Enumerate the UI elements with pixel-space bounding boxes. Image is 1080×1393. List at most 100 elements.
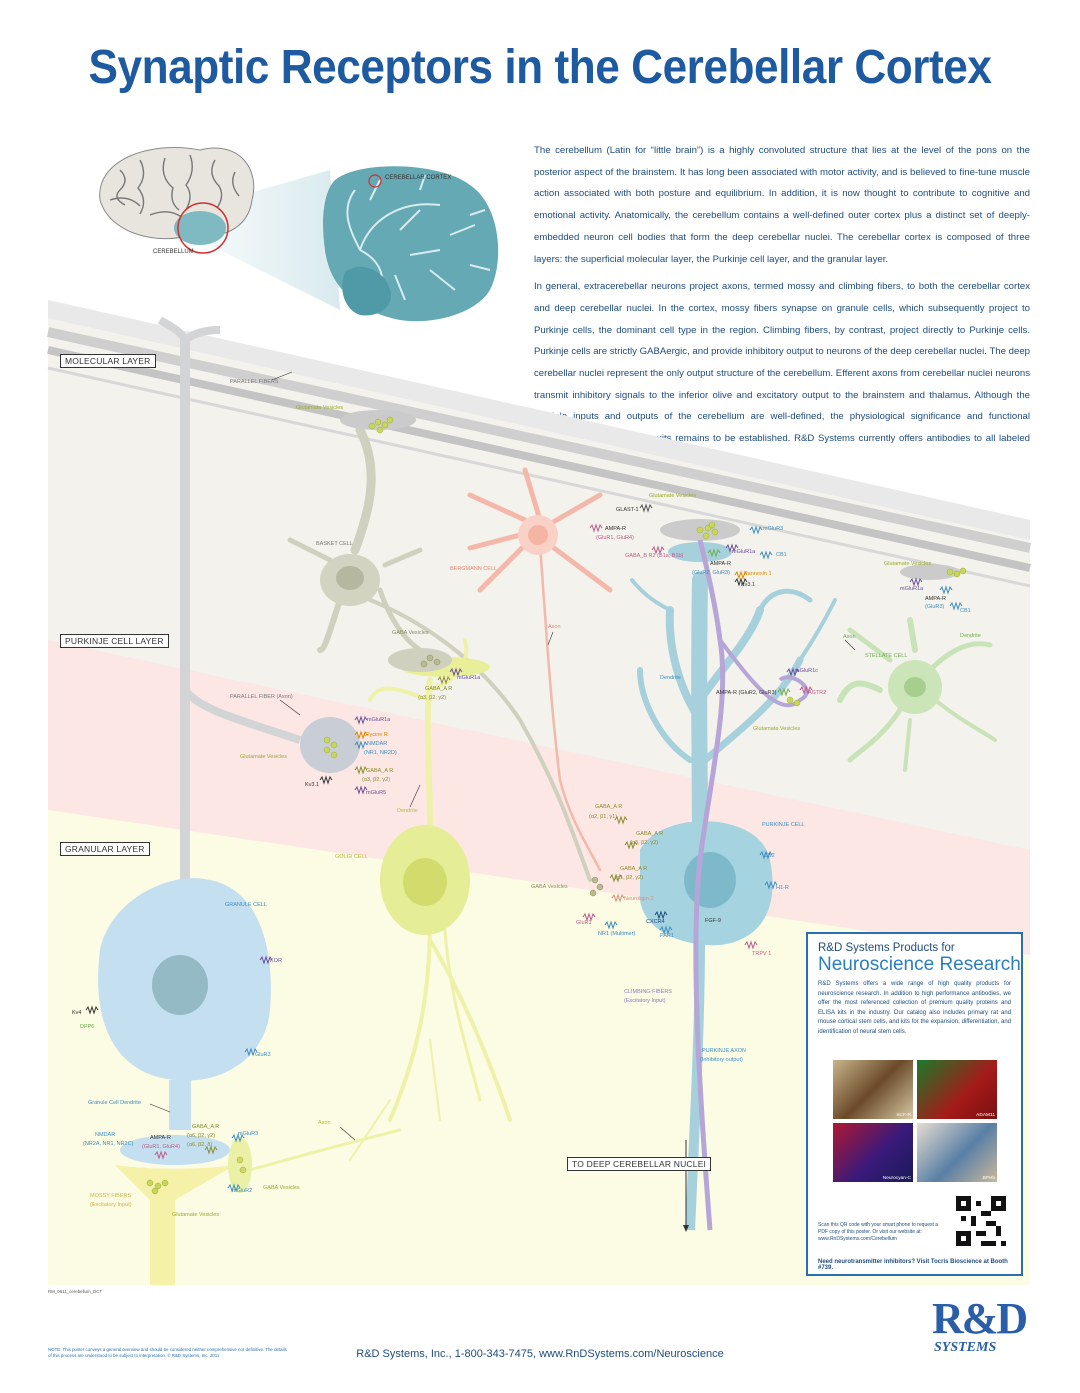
intro-paragraph-1: The cerebellum (Latin for “little brain”…	[534, 145, 1030, 265]
golgi-cell-label: GOLGI CELL	[335, 854, 368, 860]
purkinje-layer-tag: PURKINJE CELL LAYER	[60, 634, 169, 648]
ad-image-3-label: Neurocyan-C	[882, 1176, 911, 1181]
gabaar-p3-label: GABA_A R	[620, 866, 647, 872]
receptor-glyph	[259, 955, 273, 965]
poster-code: RM_0611_cerebellum_DCT	[48, 1289, 103, 1294]
gabaar-p1-label: GABA_A R	[595, 804, 622, 810]
gabaar-basket-label: GABA_A R	[425, 686, 452, 692]
gabaar-gc-sub2: (α6, β2, δ)	[187, 1142, 212, 1148]
gabaar-pf-label: GABA_A R	[366, 768, 393, 774]
glutamate-vesicles-pf	[323, 736, 338, 759]
receptor-glyph	[154, 1150, 168, 1160]
ad-image-2: ADAM11	[917, 1060, 997, 1119]
receptor-glyph	[231, 1133, 245, 1143]
cerebellum-label: CEREBELLUM	[153, 249, 194, 255]
logo-sub-text: SYSTEMS	[934, 1340, 997, 1355]
mglur3-gc-label: mGluR3	[238, 1131, 258, 1137]
receptor-glyph	[759, 550, 773, 560]
ad-footer: Need neurotransmitter inhibitors? Visit …	[818, 1259, 1008, 1271]
glutamate-vesicles-stellate	[946, 567, 967, 578]
h1r-label: H1-R	[776, 885, 789, 891]
gabab-r2-label: GABA_B R2 (B1a, B1b)	[625, 553, 684, 559]
cb2-label: CB2	[764, 853, 775, 859]
receptor-glyph	[909, 577, 923, 587]
glutamate-vesicles-label-4: Glutamate Vesicles	[240, 754, 287, 760]
receptor-glyph	[614, 815, 628, 825]
dendrite-label-stellate: Dendrite	[960, 633, 981, 639]
cxcr4-label: CXCR4	[646, 919, 665, 925]
ampar-top-sub: (GluR1, GluR4)	[596, 535, 634, 541]
glutamate-vesicles-label-6: Glutamate Vesicles	[172, 1212, 219, 1218]
receptor-glyph	[734, 577, 748, 587]
axon-label-golgi: Axon	[318, 1120, 331, 1126]
glutamate-vesicles-label-1: Glutamate Vesicles	[296, 405, 343, 411]
golgi-axon-terminal	[228, 1137, 252, 1193]
stellate-terminal	[900, 564, 960, 580]
purkinje-cell-label: PURKINJE CELL	[762, 822, 805, 828]
ad-image-3: Neurocyan-C	[833, 1123, 913, 1182]
molecular-layer-tag: MOLECULAR LAYER	[60, 354, 156, 368]
ampar-pc-label: AMPA-R	[710, 561, 731, 567]
glycine-r-label: Glycine R	[364, 732, 388, 738]
kor-label: KOR	[270, 958, 282, 964]
receptor-glyph	[354, 730, 368, 740]
glutamate-vesicles-mid	[786, 696, 801, 707]
mossy-fibers-sub: (Excitatory Input)	[90, 1202, 132, 1208]
receptor-glyph	[744, 940, 758, 950]
climbing-fibers-label: CLIMBING FIBERS	[624, 989, 672, 995]
receptor-glyphs	[85, 503, 963, 1193]
stellate-cell	[837, 617, 997, 772]
gaba-vesicles-basket	[420, 654, 441, 668]
nmdar-gc-sub: (NR2A, NR1, NR2C)	[83, 1141, 134, 1147]
ad-image-4: BPHb	[917, 1123, 997, 1182]
cerebellar-cortex-marker-circle	[368, 174, 382, 188]
receptor-glyph	[659, 925, 673, 935]
receptor-glyph	[786, 667, 800, 677]
basket-cell-label: BASKET CELL	[316, 541, 353, 547]
mglur3-top-label: mGluR3	[763, 526, 783, 532]
kv31-top-label: Kv3.1	[741, 582, 755, 588]
gaba-vesicles-label-1: GABA Vesicles	[392, 630, 429, 636]
gabaar-pf-sub: (α3, β2, γ2)	[362, 777, 390, 783]
ad-image-2-label: ADAM11	[976, 1113, 995, 1118]
dpp6-label: DPP6	[80, 1024, 94, 1030]
mglur5-label: mGluR5	[366, 790, 386, 796]
mossy-fibers-label: MOSSY FIBERS	[90, 1193, 131, 1199]
qr-code[interactable]	[956, 1196, 1006, 1246]
receptor-glyph	[799, 685, 813, 695]
gabaar-p2-label: GABA_A R	[636, 831, 663, 837]
gaba-vesicles-label-2: GABA Vesicles	[531, 884, 568, 890]
ampar-stellate-label: AMPA-R	[925, 596, 946, 602]
disclaimer-note: NOTE: This poster conveys a general over…	[48, 1347, 287, 1358]
nr1-label: NR1 (Multimer)	[598, 931, 635, 937]
ampar-gc-sub: (GluR1, GluR4)	[142, 1144, 180, 1150]
ad-image-1-label: SCF-R	[896, 1113, 911, 1118]
mglur2-label: mGluR2	[232, 1188, 252, 1194]
axon-label-stellate: Axon	[843, 634, 856, 640]
agtr2-label: AGTR2	[808, 690, 826, 696]
receptor-glyph	[949, 601, 963, 611]
receptor-glyph	[651, 545, 665, 555]
receptor-glyph	[85, 1005, 99, 1015]
ampar-mid-label: AMPA-R (GluR2, GluR3)	[716, 690, 777, 696]
receptor-glyph	[609, 873, 623, 883]
ad-image-4-label: BPHb	[982, 1176, 995, 1181]
parallel-fiber-axon-terminal	[300, 717, 360, 773]
mglur1a-top-label: mGluR1a	[732, 549, 756, 555]
ad-body: R&D Systems offers a wide range of high …	[818, 981, 1011, 1035]
deep-nuclei-tag: TO DEEP CEREBELLAR NUCLEI	[567, 1157, 712, 1171]
gabaar-p1-sub: (α2, β1, γ1)	[589, 814, 617, 820]
gabaar-p3-sub: (α1, β2, γ2)	[615, 875, 643, 881]
climbing-fibers-sub: (Excitatory Input)	[624, 998, 666, 1004]
cerebellar-cortex-label: CEREBELLAR CORTEX	[385, 175, 451, 181]
receptor-glyph	[354, 765, 368, 775]
ad-heading-1: R&D Systems Products for	[818, 942, 955, 954]
basket-gaba-terminal	[388, 648, 452, 672]
receptor-glyph	[354, 785, 368, 795]
rnd-systems-logo: R&D SYSTEMS	[932, 1297, 1042, 1361]
gaba-vesicles-purkinje	[589, 876, 604, 897]
neuroligin-label: Neuroligin 2	[624, 896, 653, 902]
parallel-fibers-label: PARALLEL FIBERS	[230, 379, 279, 385]
glutamate-vesicles-label-5: Glutamate Vesicles	[753, 726, 800, 732]
pannexin-label: Pannexin 1	[744, 571, 772, 577]
